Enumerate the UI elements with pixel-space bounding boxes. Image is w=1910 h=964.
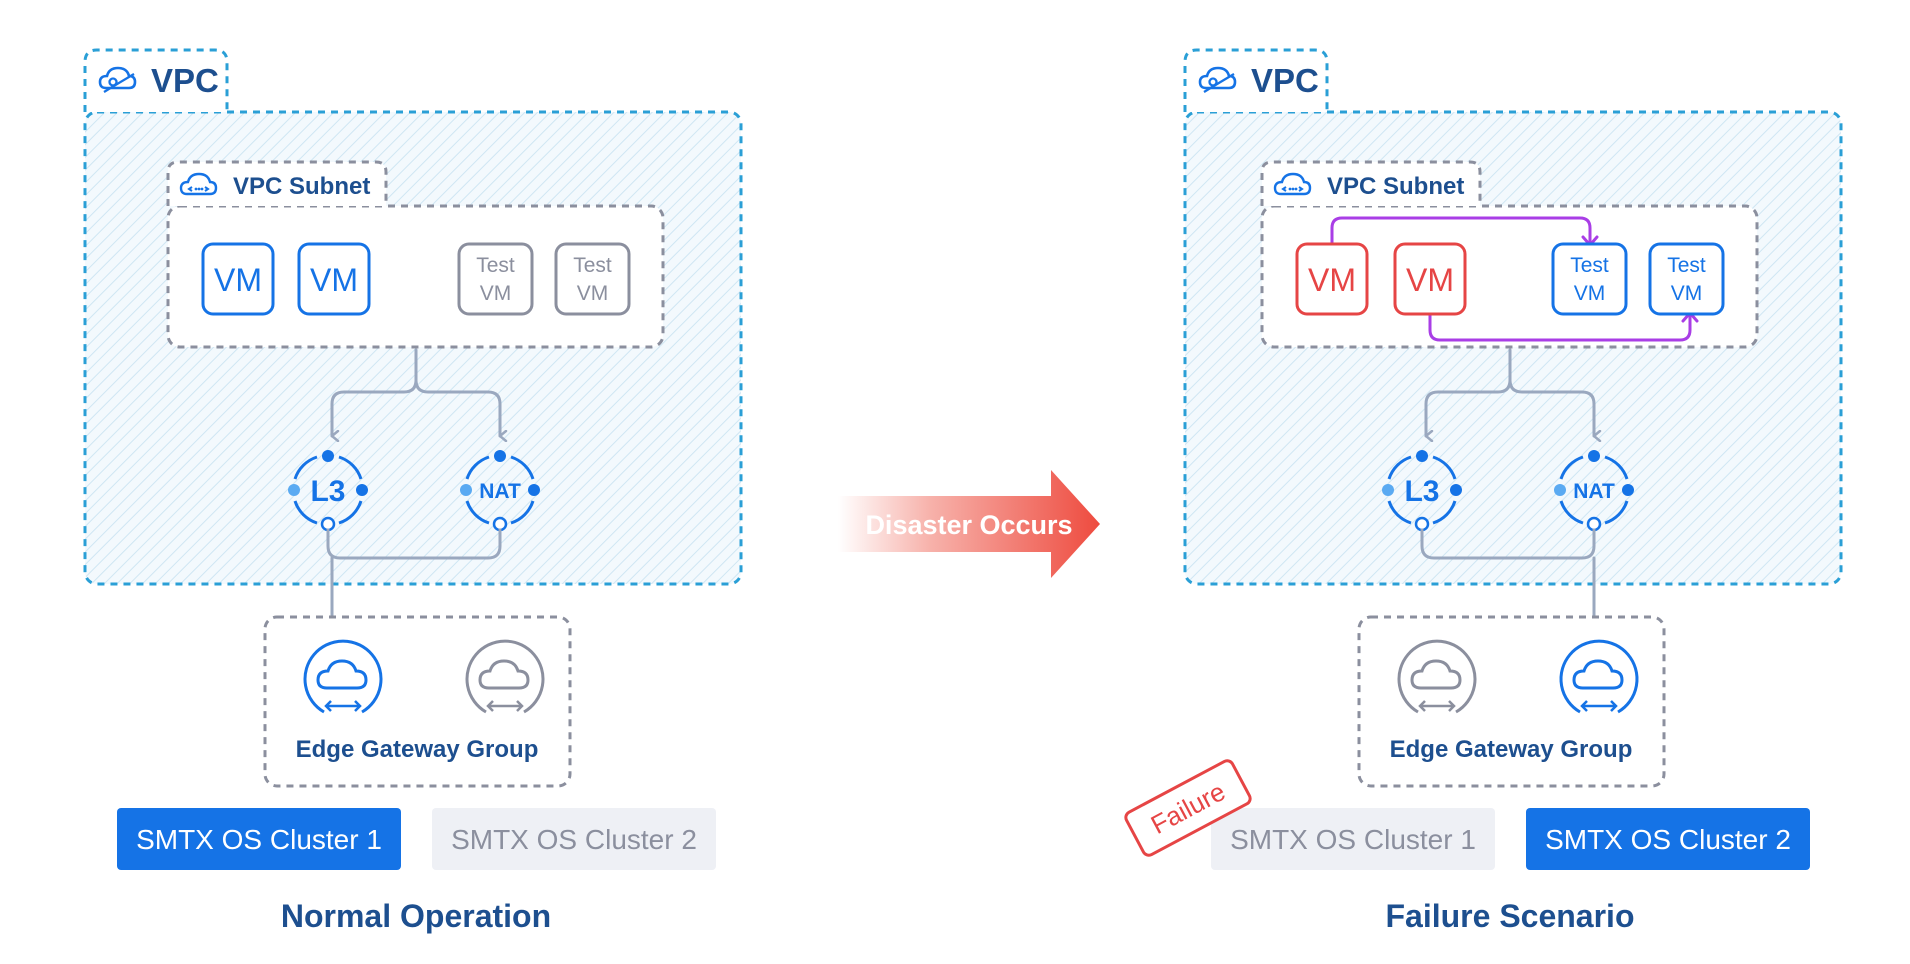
disaster-arrow: Disaster Occurs bbox=[838, 470, 1100, 578]
vm-box[interactable]: VM bbox=[297, 242, 371, 316]
vpc-cloud-icon bbox=[1198, 66, 1237, 93]
disaster-arrow-label: Disaster Occurs bbox=[865, 510, 1072, 540]
test-vm-label-line2: VM bbox=[1574, 282, 1606, 305]
edge-gateway-group: Edge Gateway Group bbox=[263, 615, 572, 788]
test-vm-box[interactable]: Test VM bbox=[1551, 242, 1628, 316]
cluster-badge-inactive[interactable]: SMTX OS Cluster 2 bbox=[432, 808, 716, 870]
test-vm-label-line2: VM bbox=[480, 282, 512, 305]
vpc-cloud-icon bbox=[98, 66, 137, 93]
edge-gateway-cloud-icon[interactable] bbox=[1397, 639, 1477, 714]
panel-normal-operation: VPC VPC Subnet VM VM Test bbox=[83, 48, 743, 934]
vpc-label: VPC bbox=[1251, 62, 1319, 99]
vm-label: VM bbox=[1406, 262, 1454, 298]
vm-label: VM bbox=[310, 262, 358, 298]
cluster-label: SMTX OS Cluster 1 bbox=[1230, 824, 1476, 855]
vpc-subnet-icon bbox=[179, 172, 218, 196]
cluster-badge-active[interactable]: SMTX OS Cluster 1 bbox=[117, 808, 401, 870]
vpc-subnet-label: VPC Subnet bbox=[233, 173, 370, 200]
edge-gateway-cloud-icon[interactable] bbox=[465, 639, 545, 714]
test-vm-label-line2: VM bbox=[577, 282, 609, 305]
cluster-label: SMTX OS Cluster 1 bbox=[136, 824, 382, 855]
test-vm-box[interactable]: Test VM bbox=[457, 242, 534, 316]
router-label: NAT bbox=[1573, 480, 1615, 503]
panel-failure-scenario: VPC VPC Subnet VM bbox=[1124, 48, 1843, 934]
vm-box[interactable]: VM bbox=[1295, 242, 1369, 316]
cluster-label: SMTX OS Cluster 2 bbox=[1545, 824, 1791, 855]
vpc-label: VPC bbox=[151, 62, 219, 99]
nat-router-icon bbox=[1559, 455, 1629, 525]
test-vm-label-line1: Test bbox=[476, 254, 515, 277]
vm-label: VM bbox=[214, 262, 262, 298]
router-label: L3 bbox=[1404, 475, 1439, 508]
test-vm-label-line1: Test bbox=[1570, 254, 1609, 277]
l3-router-icon bbox=[1387, 455, 1457, 525]
test-vm-label-line2: VM bbox=[1671, 282, 1703, 305]
l3-router[interactable]: L3 bbox=[288, 450, 368, 532]
panel-caption: Normal Operation bbox=[281, 898, 551, 934]
subnet-to-router-connectors bbox=[330, 348, 500, 436]
test-vm-box[interactable]: Test VM bbox=[554, 242, 631, 316]
l3-router[interactable]: L3 bbox=[1382, 450, 1462, 532]
edge-gateway-group-label: Edge Gateway Group bbox=[296, 736, 539, 763]
vm-label: VM bbox=[1308, 262, 1356, 298]
vpc-subnet-label: VPC Subnet bbox=[1327, 173, 1464, 200]
cluster-badge-active[interactable]: SMTX OS Cluster 2 bbox=[1526, 808, 1810, 870]
panel-caption: Failure Scenario bbox=[1386, 898, 1635, 934]
edge-gateway-cloud-icon[interactable] bbox=[303, 639, 383, 714]
nat-router[interactable]: NAT bbox=[1554, 450, 1634, 532]
vm-box[interactable]: VM bbox=[1393, 242, 1467, 316]
router-label: NAT bbox=[479, 480, 521, 503]
router-label: L3 bbox=[310, 475, 345, 508]
test-vm-label-line1: Test bbox=[1667, 254, 1706, 277]
vm-box[interactable]: VM bbox=[201, 242, 275, 316]
edge-gateway-group: Edge Gateway Group bbox=[1357, 615, 1666, 788]
edge-gateway-cloud-icon[interactable] bbox=[1559, 639, 1639, 714]
vpc-subnet-container: VPC Subnet VM VM Test VM bbox=[1260, 160, 1759, 349]
vpc-subnet-icon bbox=[1273, 172, 1312, 196]
nat-router[interactable]: NAT bbox=[460, 450, 540, 532]
nat-router-icon bbox=[465, 455, 535, 525]
test-vm-box[interactable]: Test VM bbox=[1648, 242, 1725, 316]
cluster-badge-inactive[interactable]: SMTX OS Cluster 1 bbox=[1211, 808, 1495, 870]
subnet-to-router-connectors bbox=[1424, 348, 1594, 436]
cluster-label: SMTX OS Cluster 2 bbox=[451, 824, 697, 855]
test-vm-label-line1: Test bbox=[573, 254, 612, 277]
vpc-subnet-container: VPC Subnet VM VM Test VM Test VM bbox=[166, 160, 665, 349]
l3-router-icon bbox=[293, 455, 363, 525]
edge-gateway-group-label: Edge Gateway Group bbox=[1390, 736, 1633, 763]
